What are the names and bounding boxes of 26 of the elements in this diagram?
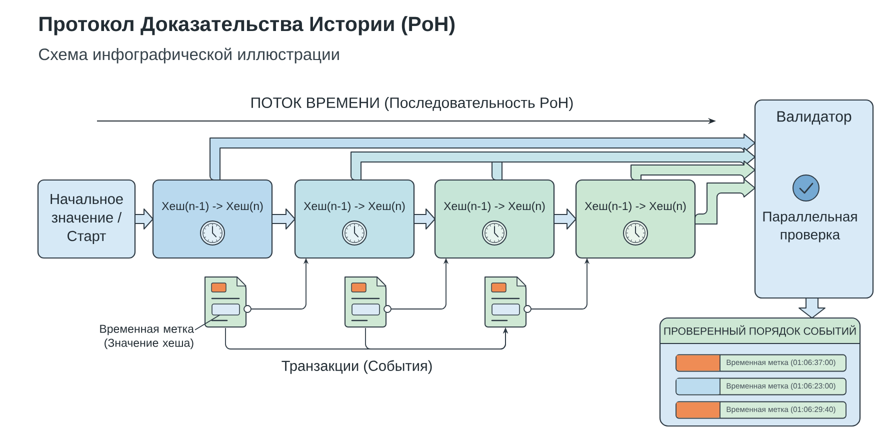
hash-box: Хеш(n-1) -> Хеш(n) (575, 179, 696, 259)
block-arrow (694, 178, 756, 224)
leader-line (194, 314, 220, 330)
group-label: Транзакции (События) (282, 360, 432, 374)
start-box: Начальное значение / Старт (37, 179, 136, 259)
block-arrow (554, 208, 576, 230)
document-icon (484, 276, 532, 328)
hash-box: Хеш(n-1) -> Хеш(n) (294, 179, 415, 259)
block-arrow (630, 160, 756, 180)
document-icon (344, 276, 392, 328)
block-arrow (350, 148, 756, 180)
section-label: ПОТОК ВРЕМЕНИ (Последовательность PoH) (252, 97, 573, 111)
panel-text: Параллельная проверка (763, 212, 857, 242)
panel-title: Валидатор (777, 111, 852, 125)
block-arrow (798, 298, 826, 318)
hash-box: Хеш(n-1) -> Хеш(n) (434, 179, 555, 259)
block-arrow (414, 208, 436, 230)
callout-text: Временная метка (Значение хеша) (100, 324, 194, 350)
subtitle: Схема инфографической иллюстрации (39, 48, 339, 64)
title: Протокол Доказательства Истории (PoH) (40, 16, 455, 36)
block-arrow (210, 134, 756, 180)
document-field (212, 304, 240, 316)
table-header: ПРОВЕРЕННЫЙ ПОРЯДОК СОБЫТИЙ (660, 318, 860, 344)
block-arrow (134, 208, 154, 230)
hash-box: Хеш(n-1) -> Хеш(n) (152, 179, 273, 259)
block-arrow (272, 208, 296, 230)
